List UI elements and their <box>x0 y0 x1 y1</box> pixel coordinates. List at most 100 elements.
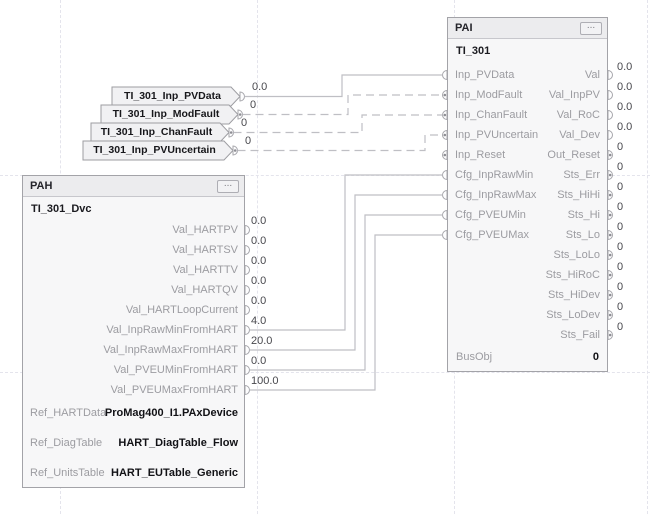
pai-output-pin-Sts_Lo-dot <box>608 233 612 237</box>
wire-Val_InpRawMinFromHART-to-Cfg_InpRawMin[interactable] <box>249 174 443 331</box>
input-reference-pin-dot <box>233 149 237 152</box>
pai-output-pin-Sts_Hi-dot <box>608 213 612 217</box>
pai-input-pin-Cfg_PVEUMax[interactable] <box>442 229 448 241</box>
pai-output-value: 0 <box>617 241 624 253</box>
pai-output-label: Val_RoC <box>556 109 600 121</box>
pah-output-pin-Val_HARTLoopCurrent[interactable] <box>244 304 250 316</box>
input-reference-label[interactable]: TI_301_Inp_ModFault <box>112 108 220 120</box>
input-reference-shape[interactable] <box>82 140 234 161</box>
input-reference-pin-dot <box>229 131 233 134</box>
input-reference-label[interactable]: TI_301_Inp_ChanFault <box>100 126 213 138</box>
pai-output-label: Val <box>584 69 600 81</box>
wire-TI_301_Inp_ModFault-to-Inp_ModFault[interactable] <box>242 94 443 116</box>
pai-output-value: 0 <box>617 221 624 233</box>
pah-output-label: Val_HARTPV <box>172 224 238 236</box>
pah-output-label: Val_HARTQV <box>171 284 238 296</box>
pai-output-pin-Val[interactable] <box>607 69 613 81</box>
wire-TI_301_Inp_PVData-to-Inp_PVData[interactable] <box>244 74 443 98</box>
wire-Val_PVEUMinFromHART-to-Cfg_PVEUMin[interactable] <box>249 214 443 371</box>
wire-TI_301_Inp_ChanFault-to-Inp_ChanFault[interactable] <box>233 114 443 134</box>
pai-output-value: 0.0 <box>617 121 633 133</box>
pai-tag-name[interactable]: TI_301 <box>456 45 491 57</box>
pah-output-label: Val_HARTSV <box>172 244 238 256</box>
grid-line-vertical <box>647 0 648 514</box>
pai-output-pin-Sts_LoLo-dot <box>608 253 612 257</box>
pai-properties-button[interactable]: ... <box>580 21 602 35</box>
pai-input-pin-Inp_Reset-dot <box>443 153 447 157</box>
pai-output-label: Sts_Err <box>563 169 600 181</box>
pai-output-label: Val_InpPV <box>548 89 600 101</box>
pah-output-pin-Val_InpRawMaxFromHART[interactable] <box>244 344 250 356</box>
pai-input-pin-Cfg_InpRawMin[interactable] <box>442 169 448 181</box>
pai-output-value: 0 <box>617 201 624 213</box>
input-reference-shape[interactable] <box>100 104 239 125</box>
pah-output-pin-Val_HARTSV[interactable] <box>244 244 250 256</box>
wire-TI_301_Inp_PVUncertain-to-Inp_PVUncertain[interactable] <box>237 134 443 152</box>
pai-input-pin-Cfg_InpRawMax[interactable] <box>442 189 448 201</box>
pai-input-label: Inp_ModFault <box>455 89 523 101</box>
pai-busobj-label: BusObj <box>456 351 493 363</box>
input-reference-label[interactable]: TI_301_Inp_PVUncertain <box>93 144 216 156</box>
pah-ref-value[interactable]: HART_EUTable_Generic <box>111 467 238 479</box>
grid-line-vertical <box>257 0 258 514</box>
pah-function-block[interactable]: PAH ... TI_301_Dvc <box>22 175 245 488</box>
pah-output-label: Val_InpRawMinFromHART <box>106 324 238 336</box>
pai-input-pin-Inp_ChanFault-dot <box>443 113 447 117</box>
pah-properties-button[interactable]: ... <box>217 179 239 193</box>
pai-output-value: 0 <box>617 161 624 173</box>
input-reference-pin-dot <box>238 113 242 116</box>
pah-output-pin-Val_PVEUMaxFromHART[interactable] <box>244 384 250 396</box>
pai-output-label: Sts_HiDev <box>548 289 600 301</box>
pai-function-block[interactable]: PAI ... TI_301 BusObj 0 <box>447 17 608 372</box>
pai-busobj-value: 0 <box>592 351 599 363</box>
pai-output-label: Sts_Hi <box>567 209 600 221</box>
pah-output-label: Val_PVEUMinFromHART <box>113 364 238 376</box>
pai-input-pin-Cfg_PVEUMin[interactable] <box>442 209 448 221</box>
wire-Val_PVEUMaxFromHART-to-Cfg_PVEUMax[interactable] <box>249 234 443 391</box>
pah-block-type-label: PAH <box>30 180 53 192</box>
pah-output-value: 20.0 <box>251 335 273 347</box>
pai-input-pin-Inp_PVData[interactable] <box>442 69 448 81</box>
pai-output-label: Val_Dev <box>559 129 600 141</box>
pai-block-header: PAI ... <box>448 18 607 39</box>
pah-output-label: Val_InpRawMaxFromHART <box>103 344 238 356</box>
pah-output-pin-Val_HARTPV[interactable] <box>244 224 250 236</box>
pah-output-pin-Val_HARTQV[interactable] <box>244 284 250 296</box>
pah-output-pin-Val_HARTTV[interactable] <box>244 264 250 276</box>
pai-output-label: Sts_Fail <box>560 329 600 341</box>
pai-output-pin-Val_InpPV[interactable] <box>607 89 613 101</box>
pai-input-label: Inp_Reset <box>455 149 506 161</box>
grid-line-horizontal <box>0 175 650 176</box>
pah-block-header: PAH ... <box>23 176 244 197</box>
pah-output-pin-Val_InpRawMinFromHART[interactable] <box>244 324 250 336</box>
pai-output-pin-Sts_HiDev-dot <box>608 293 612 297</box>
pah-output-value: 100.0 <box>251 375 279 387</box>
pah-output-pin-Val_PVEUMinFromHART[interactable] <box>244 364 250 376</box>
input-reference-shape[interactable] <box>90 122 230 143</box>
pah-tag-name[interactable]: TI_301_Dvc <box>31 203 92 215</box>
pai-output-pin-Out_Reset-dot <box>608 153 612 157</box>
pai-output-pin-Val_RoC[interactable] <box>607 109 613 121</box>
reference-value: 0.0 <box>252 80 268 93</box>
pai-input-label: Cfg_InpRawMax <box>455 189 537 201</box>
reference-value: 0 <box>245 134 252 147</box>
pah-output-value: 0.0 <box>251 255 267 267</box>
pah-ref-value[interactable]: HART_DiagTable_Flow <box>118 437 238 449</box>
pai-output-pin-Sts_LoDev-dot <box>608 313 612 317</box>
pai-output-label: Sts_LoDev <box>546 309 600 321</box>
input-reference-label[interactable]: TI_301_Inp_PVData <box>124 90 221 102</box>
pai-output-value: 0 <box>617 181 624 193</box>
input-reference-pin[interactable] <box>239 91 245 102</box>
pai-output-pin-Sts_Err-dot <box>608 173 612 177</box>
pah-ref-value[interactable]: ProMag400_I1.PAxDevice <box>104 407 238 419</box>
pah-output-value: 0.0 <box>251 275 267 287</box>
pai-output-label: Out_Reset <box>547 149 600 161</box>
input-reference-shape[interactable] <box>111 86 241 107</box>
reference-value: 0 <box>241 116 248 129</box>
pai-output-pin-Val_Dev[interactable] <box>607 129 613 141</box>
pah-output-value: 0.0 <box>251 215 267 227</box>
pah-output-label: Val_PVEUMaxFromHART <box>110 384 238 396</box>
pai-input-label: Cfg_InpRawMin <box>455 169 534 181</box>
wire-Val_InpRawMaxFromHART-to-Cfg_InpRawMax[interactable] <box>249 194 443 351</box>
